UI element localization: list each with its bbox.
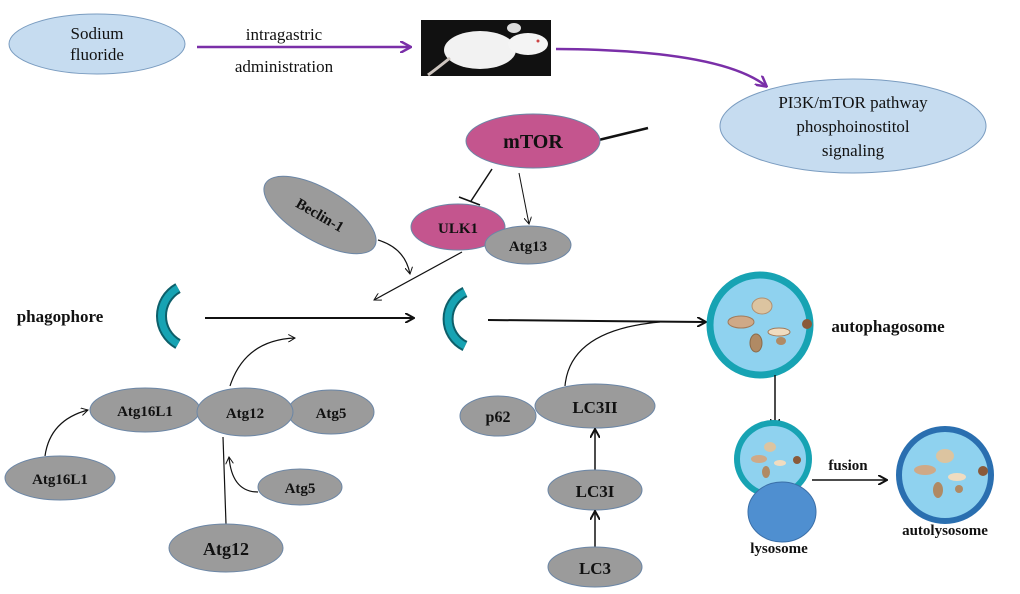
atg16l1-arrow [44, 410, 88, 457]
to-autophagosome-arrow [487, 320, 705, 322]
lysosome-icon [747, 481, 817, 543]
beclin1-arrow [377, 239, 410, 274]
mtor-label: mTOR [503, 131, 563, 153]
mtor-to-atg13-arrow [518, 172, 529, 224]
sodium-fluoride-node: Sodium fluoride [8, 13, 186, 75]
ulk1-node: ULK1 [410, 203, 506, 251]
atg12-node: Atg12 [168, 523, 284, 573]
atg13-label: Atg13 [509, 239, 547, 255]
autophagosome-label: autophagosome [831, 317, 945, 336]
atg-complex-to-membrane-arrow [229, 338, 295, 387]
lc3ii-label: LC3II [572, 398, 618, 417]
mouse-image [421, 20, 551, 77]
atg12-label: Atg12 [203, 539, 249, 559]
sodium-fluoride-label-2: fluoride [70, 45, 124, 64]
lc3-node: LC3 [547, 546, 643, 588]
fusion-label: fusion [828, 458, 868, 474]
lc3ii-node: LC3II [534, 383, 656, 429]
autophagosome-icon [706, 271, 814, 379]
lysosome-label: lysosome [750, 541, 808, 557]
lc3-label: LC3 [579, 559, 611, 578]
mtor-inhibits-ulk1 [470, 168, 493, 202]
p62-label: p62 [486, 409, 511, 426]
lc3i-label: LC3I [576, 482, 615, 501]
autolysosome-label: autolysosome [902, 523, 988, 539]
pathway-label-2: phosphoinostitol [796, 117, 910, 136]
sodium-fluoride-label-1: Sodium [71, 24, 124, 43]
phagophore-membrane-icon [156, 283, 181, 349]
atg5-label: Atg5 [285, 481, 316, 497]
atg5-node: Atg5 [257, 468, 343, 506]
atg5-complex-label: Atg5 [316, 406, 347, 422]
ulk1-label: ULK1 [438, 221, 478, 237]
atg16l1-complex-label: Atg16L1 [117, 404, 173, 420]
mtor-node: mTOR [465, 113, 601, 169]
pathway-label-3: signaling [822, 141, 885, 160]
lc3ii-to-membrane-arrow [564, 321, 661, 387]
fusing-autophagosome-icon [734, 420, 812, 498]
atg12-line [222, 436, 227, 525]
inhibition-bar [458, 196, 481, 206]
route-label-2: administration [235, 57, 334, 76]
ulk1-complex-arrow [374, 251, 463, 300]
pi3k-mtor-pathway-node: PI3K/mTOR pathway phosphoinostitol signa… [719, 78, 987, 174]
lc3i-node: LC3I [547, 469, 643, 511]
atg13-node: Atg13 [484, 225, 572, 265]
pathway-label-1: PI3K/mTOR pathway [778, 93, 928, 112]
atg12-complex-node: Atg12 [196, 387, 294, 437]
beclin1-node: Beclin-1 [263, 175, 377, 255]
route-label-1: intragastric [246, 25, 323, 44]
autolysosome-icon [896, 426, 994, 524]
atg16l1-label: Atg16L1 [32, 472, 88, 488]
atg16l1-node: Atg16L1 [4, 455, 116, 501]
mouse-to-pathway-arrow [555, 47, 766, 86]
atg12-complex-label: Atg12 [226, 406, 264, 422]
atg5-arrow [229, 457, 259, 493]
atg5-complex-node: Atg5 [287, 389, 375, 435]
elongating-phagophore-icon [442, 287, 468, 351]
phagophore-label: phagophore [17, 307, 104, 326]
p62-node: p62 [459, 395, 537, 437]
atg16l1-complex-node: Atg16L1 [89, 387, 201, 433]
